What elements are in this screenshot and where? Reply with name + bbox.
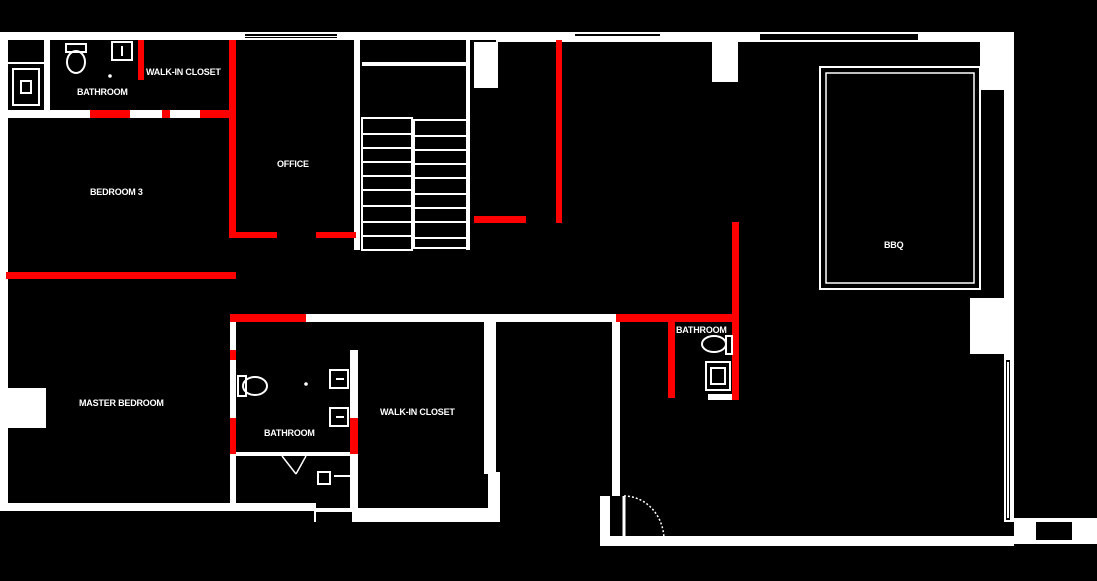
room-labels: BATHROOM WALK-IN CLOSET OFFICE BEDROOM 3…	[77, 67, 904, 438]
room-label-bbq: BBQ	[884, 240, 904, 250]
room-label-bedroom-3: BEDROOM 3	[90, 187, 143, 197]
room-label-walk-in-closet-master: WALK-IN CLOSET	[380, 407, 455, 417]
toilet-icon	[237, 375, 268, 397]
toilet-icon	[65, 43, 87, 74]
room-label-bathroom-master: BATHROOM	[264, 428, 315, 438]
room-label-master-bedroom: MASTER BEDROOM	[79, 398, 164, 408]
sink-icon	[111, 41, 133, 61]
storage-box-icon	[317, 471, 350, 485]
room-label-bathroom-top: BATHROOM	[77, 87, 128, 97]
door-swing-icon	[622, 495, 665, 541]
exterior-walls	[0, 32, 1097, 546]
room-label-bathroom-right: BATHROOM	[676, 325, 727, 335]
sink-icon	[705, 361, 731, 391]
floor-drain-icon	[304, 382, 308, 386]
staircase-icon	[356, 96, 469, 251]
room-label-office: OFFICE	[277, 159, 309, 169]
room-label-walk-in-closet-top: WALK-IN CLOSET	[146, 67, 221, 77]
new-walls	[6, 40, 739, 454]
sink-icon	[329, 369, 349, 427]
floor-drain-icon	[108, 74, 112, 78]
door-swing-icon	[281, 455, 307, 475]
toilet-icon	[701, 335, 733, 355]
